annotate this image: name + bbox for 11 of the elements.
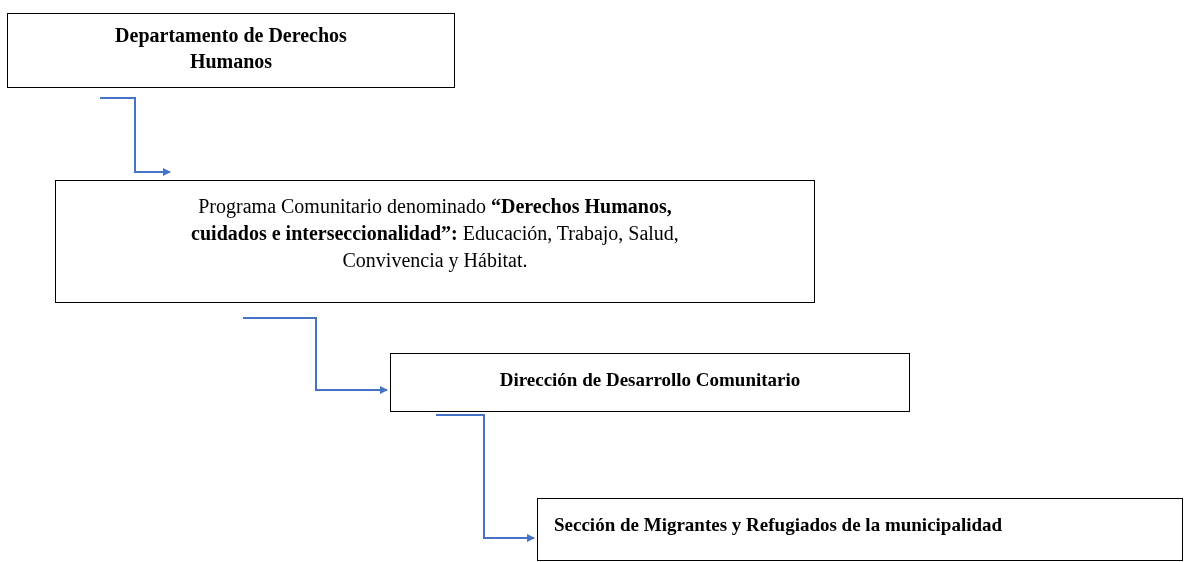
org-box [55, 180, 815, 303]
org-box [537, 498, 1183, 561]
box-text: Departamento de Derechos Humanos [114, 23, 348, 74]
org-box [390, 353, 910, 412]
elbow-arrow [242, 317, 388, 394]
org-box [7, 13, 455, 88]
box-text: Sección de Migrantes y Refugiados de la municipalidad [554, 513, 1004, 537]
elbow-arrow [99, 97, 171, 176]
elbow-arrow [435, 414, 535, 542]
box-text: Dirección de Desarrollo Comunitario [498, 368, 802, 392]
box-text: Programa Comunitario denominado “Derechos Humanos, cuidados e interseccionalidad”: Educación, Trabajo, Salud, Convivencia y Hábitat. [190, 194, 680, 274]
